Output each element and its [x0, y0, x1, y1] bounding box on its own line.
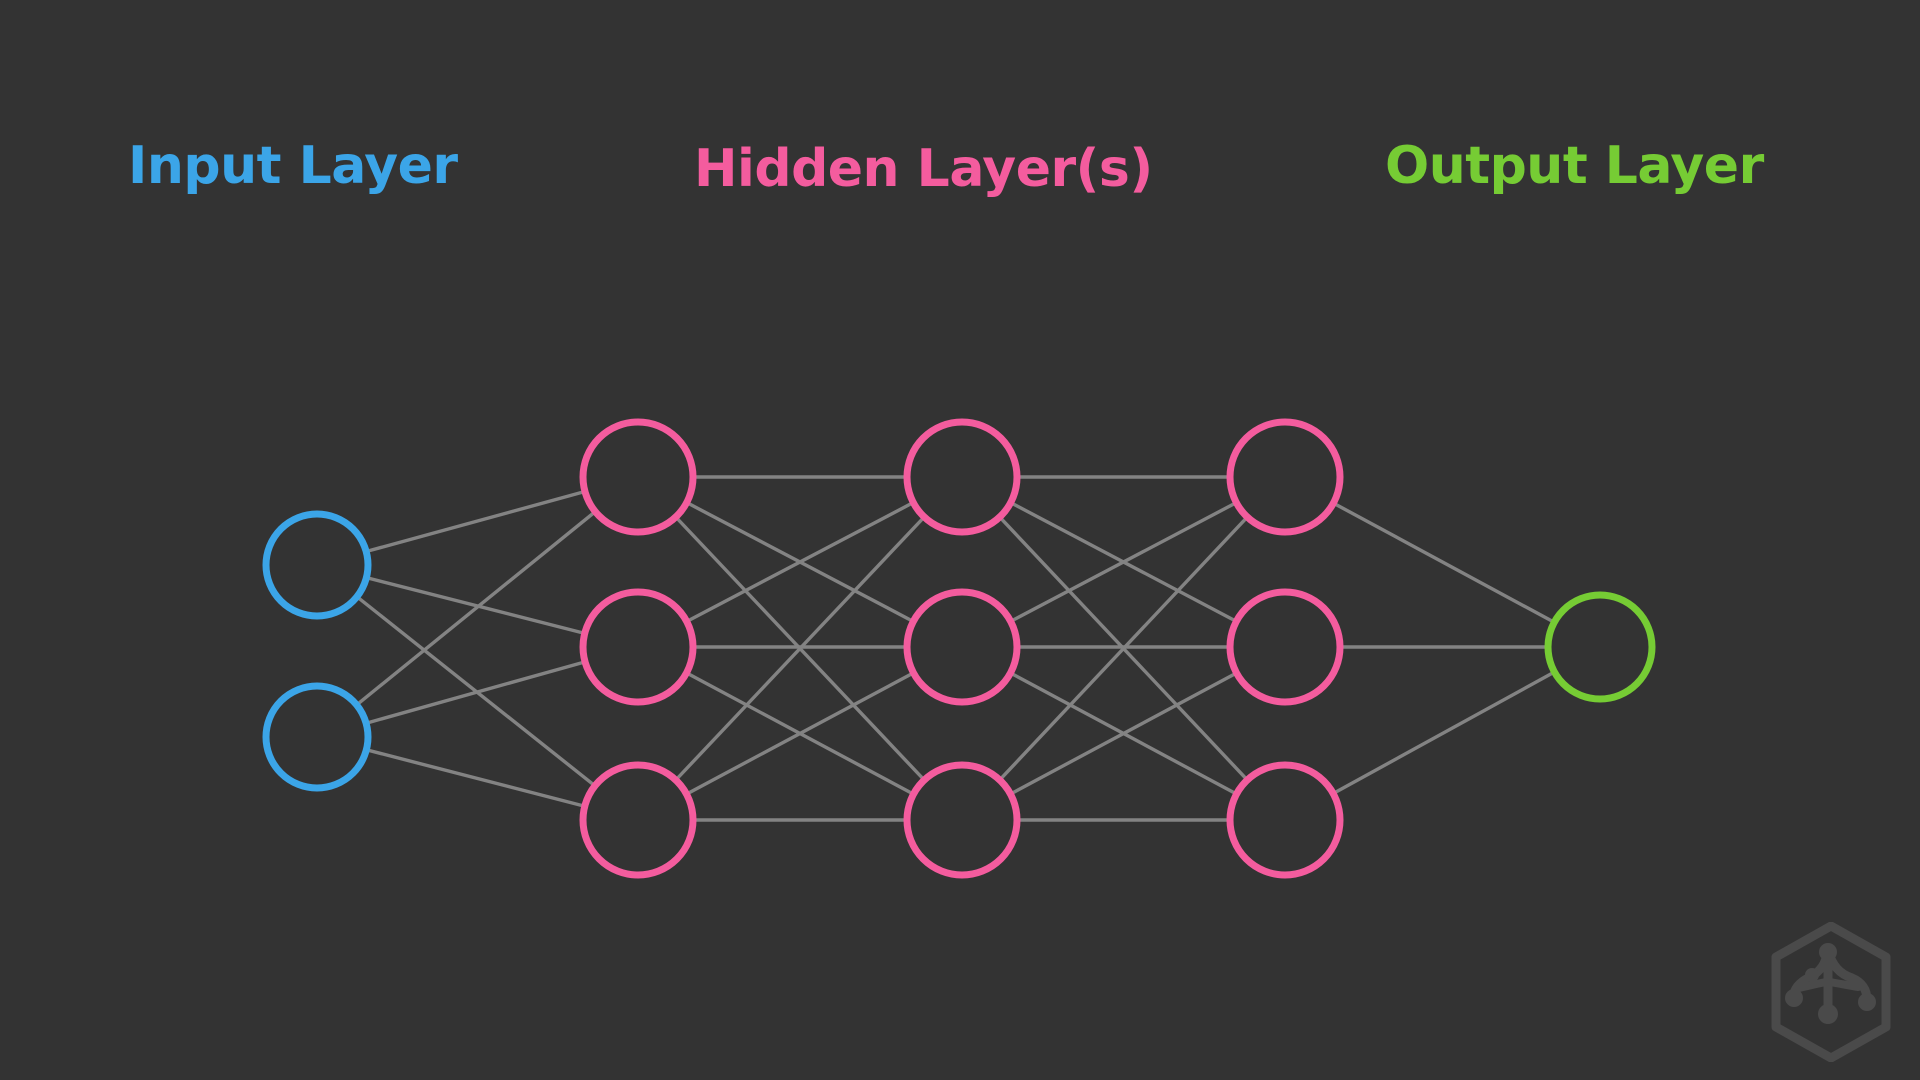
- edge-h1_3-to-h2_1: [674, 515, 926, 782]
- node-output-o1[interactable]: [1544, 591, 1656, 703]
- node-hidden-h1_3[interactable]: [579, 761, 697, 879]
- output-layer-title: Output Layer: [1385, 136, 1764, 196]
- edges-group: [354, 475, 1557, 822]
- node-hidden-h2_3[interactable]: [903, 761, 1021, 879]
- node-hidden-h3_3[interactable]: [1226, 761, 1344, 879]
- node-hidden-h3_2[interactable]: [1226, 588, 1344, 706]
- node-hidden-h2_1[interactable]: [903, 418, 1021, 536]
- edge-h3_3-to-o1: [1331, 670, 1557, 796]
- hidden-layer-title: Hidden Layer(s): [694, 139, 1153, 199]
- nodes-group: [262, 418, 1656, 879]
- node-hidden-h2_2[interactable]: [903, 588, 1021, 706]
- edge-h2_2-to-h3_1: [1008, 500, 1239, 624]
- edge-h3_1-to-o1: [1331, 501, 1556, 625]
- edge-i2-to-h1_2: [364, 660, 587, 725]
- input-layer-title: Input Layer: [128, 136, 458, 196]
- edge-i2-to-h1_1: [354, 509, 597, 707]
- edge-h1_3-to-h2_2: [684, 671, 916, 796]
- edge-i2-to-h1_3: [364, 748, 587, 808]
- layer-titles: Input Layer Hidden Layer(s) Output Layer: [0, 0, 1920, 240]
- edge-h1_2-to-h2_1: [685, 500, 915, 624]
- edge-h2_3-to-h3_1: [998, 515, 1249, 782]
- hexagon-neuron-logo-icon: [1771, 922, 1891, 1062]
- node-hidden-h1_2[interactable]: [579, 588, 697, 706]
- node-hidden-h1_1[interactable]: [579, 418, 697, 536]
- node-hidden-h3_1[interactable]: [1226, 418, 1344, 536]
- edge-h2_3-to-h3_2: [1008, 671, 1239, 796]
- edge-i1-to-h1_1: [364, 489, 587, 554]
- node-input-i1[interactable]: [262, 510, 372, 620]
- node-input-i2[interactable]: [262, 682, 372, 792]
- edge-i1-to-h1_2: [364, 575, 587, 636]
